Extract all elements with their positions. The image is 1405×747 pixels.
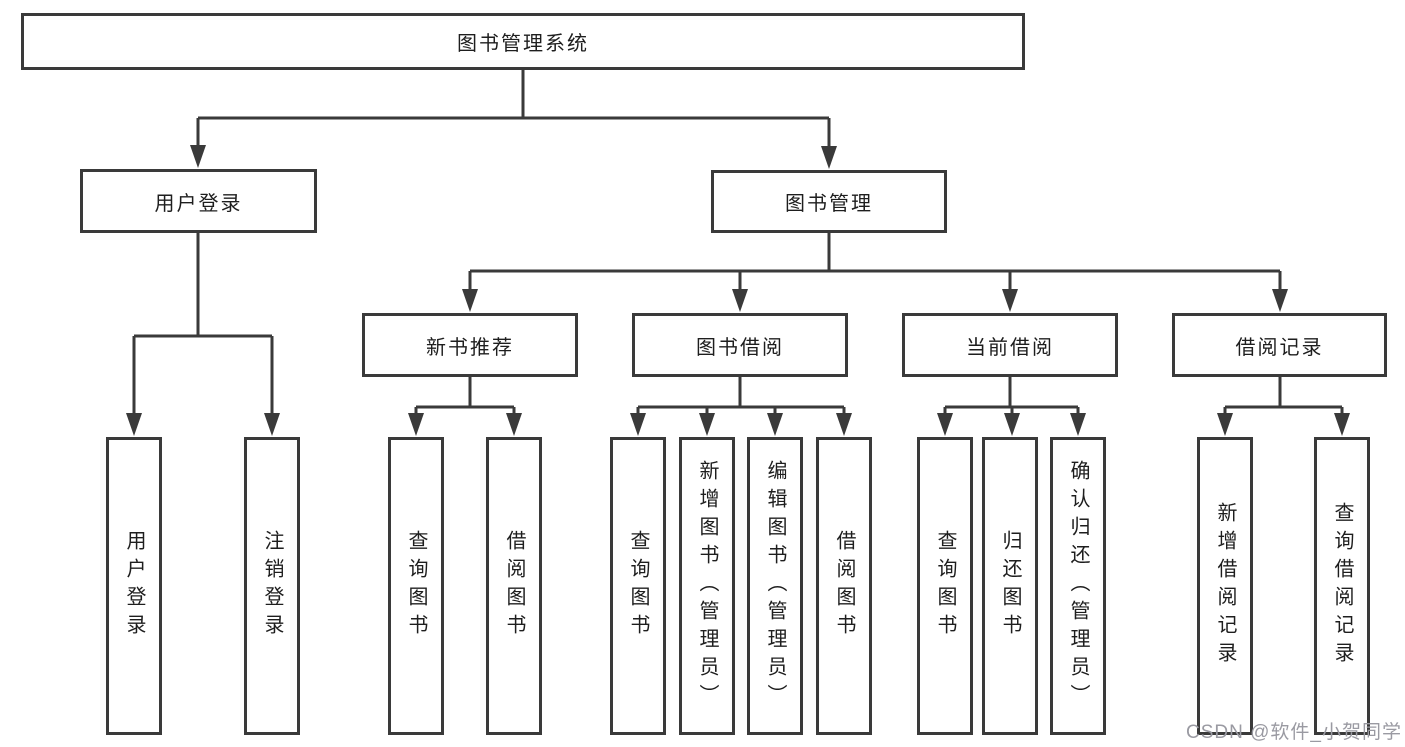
node-root-label: 图书管理系统 xyxy=(457,33,589,55)
leaf-borrow-query: 查询图书 xyxy=(610,437,666,735)
node-root: 图书管理系统 xyxy=(21,13,1025,70)
node-book-mgmt-label: 图书管理 xyxy=(785,193,873,215)
leaf-borrow-edit: 编辑图书（管理员） xyxy=(747,437,803,735)
leaf-borrow-query-label: 查询图书 xyxy=(627,530,649,642)
node-current-borrow: 当前借阅 xyxy=(902,313,1118,377)
leaf-newbooks-borrow-label: 借阅图书 xyxy=(503,530,525,642)
leaf-borrow-borrow-label: 借阅图书 xyxy=(833,530,855,642)
leaf-newbooks-borrow: 借阅图书 xyxy=(486,437,542,735)
leaf-records-query-label: 查询借阅记录 xyxy=(1331,502,1353,670)
leaf-records-add: 新增借阅记录 xyxy=(1197,437,1253,735)
leaf-borrow-edit-label: 编辑图书（管理员） xyxy=(764,460,786,712)
leaf-logout-label: 注销登录 xyxy=(261,530,283,642)
leaf-current-return-label: 归还图书 xyxy=(999,530,1021,642)
node-user-login-label: 用户登录 xyxy=(154,192,243,215)
leaf-current-confirm-label: 确认归还（管理员） xyxy=(1067,460,1089,712)
node-borrow-records: 借阅记录 xyxy=(1172,313,1387,377)
leaf-current-query: 查询图书 xyxy=(917,437,973,735)
leaf-borrow-add-label: 新增图书（管理员） xyxy=(696,460,718,712)
leaf-logout: 注销登录 xyxy=(244,437,300,735)
node-new-books: 新书推荐 xyxy=(362,313,578,377)
leaf-current-confirm: 确认归还（管理员） xyxy=(1050,437,1106,735)
node-book-mgmt: 图书管理 xyxy=(711,170,947,233)
node-borrow-records-label: 借阅记录 xyxy=(1235,336,1324,359)
leaf-user-login: 用户登录 xyxy=(106,437,162,735)
leaf-records-add-label: 新增借阅记录 xyxy=(1214,502,1236,670)
leaf-newbooks-query: 查询图书 xyxy=(388,437,444,735)
node-current-borrow-label: 当前借阅 xyxy=(966,336,1054,359)
node-new-books-label: 新书推荐 xyxy=(426,336,514,359)
leaf-user-login-label: 用户登录 xyxy=(123,530,145,642)
leaf-borrow-borrow: 借阅图书 xyxy=(816,437,872,735)
leaf-borrow-add: 新增图书（管理员） xyxy=(679,437,735,735)
watermark: CSDN @软件_小贺同学 xyxy=(1186,722,1402,743)
leaf-newbooks-query-label: 查询图书 xyxy=(405,530,427,642)
leaf-current-query-label: 查询图书 xyxy=(934,530,956,642)
node-book-borrow-label: 图书借阅 xyxy=(696,336,784,359)
node-user-login: 用户登录 xyxy=(80,169,317,233)
leaf-current-return: 归还图书 xyxy=(982,437,1038,735)
leaf-records-query: 查询借阅记录 xyxy=(1314,437,1370,735)
node-book-borrow: 图书借阅 xyxy=(632,313,848,377)
